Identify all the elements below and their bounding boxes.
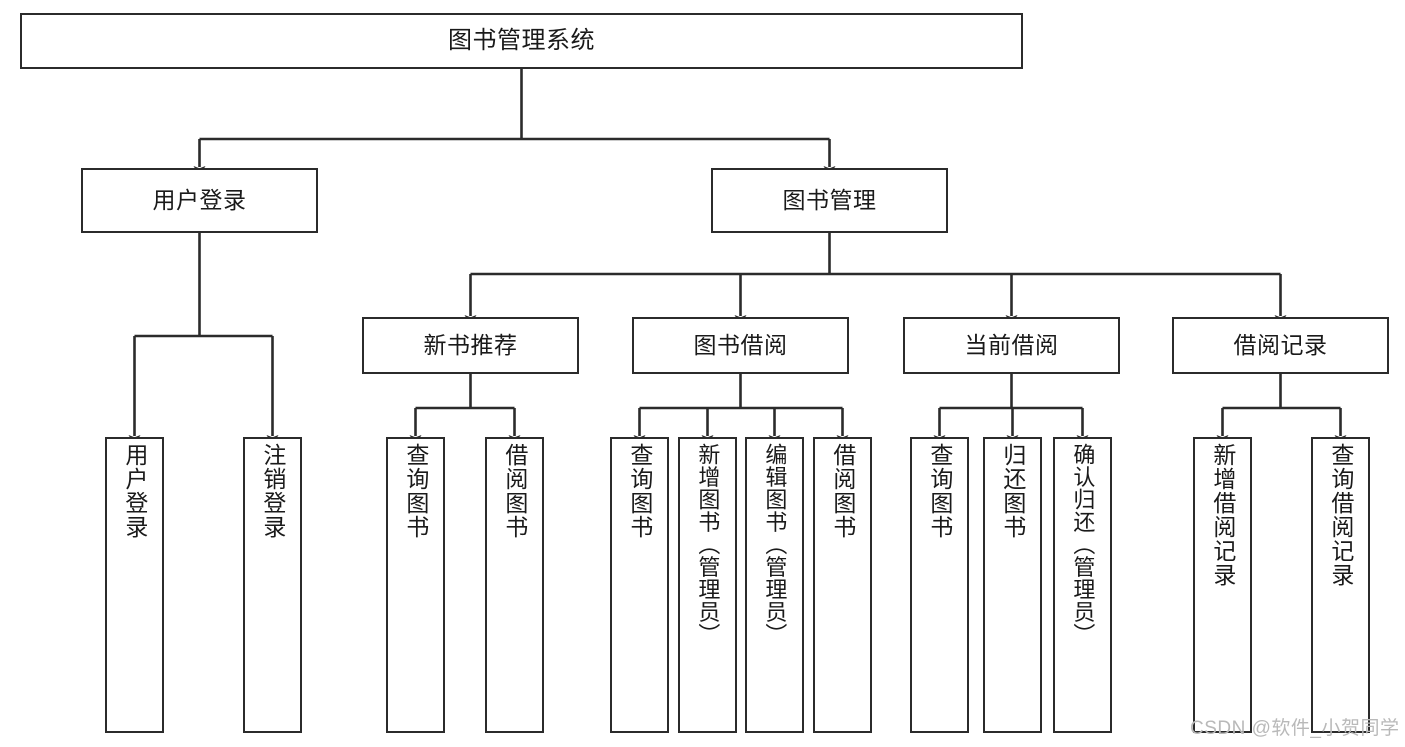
node-leaf-bb-query[interactable]: 查询图书 [610,437,669,733]
node-label: 查询图书 [402,443,429,539]
node-borrow-record[interactable]: 借阅记录 [1172,317,1389,374]
node-current-borrow[interactable]: 当前借阅 [903,317,1120,374]
node-leaf-bb-add[interactable]: 新增图书（管理员） [678,437,737,733]
node-label: 查询图书 [926,443,953,539]
node-label: 当前借阅 [964,332,1059,358]
node-label: 注销登录 [259,443,286,539]
node-label: 编辑图书（管理员） [762,443,788,646]
node-leaf-bb-edit[interactable]: 编辑图书（管理员） [745,437,804,733]
node-label: 借阅图书 [829,443,856,539]
node-leaf-cb-confirm[interactable]: 确认归还（管理员） [1053,437,1112,733]
node-label: 查询借阅记录 [1327,443,1354,587]
node-root[interactable]: 图书管理系统 [20,13,1023,69]
node-label: 归还图书 [999,443,1026,539]
node-label: 借阅记录 [1233,332,1328,358]
node-user-login[interactable]: 用户登录 [81,168,318,233]
node-book-borrow[interactable]: 图书借阅 [632,317,849,374]
node-leaf-br-query[interactable]: 查询借阅记录 [1311,437,1370,733]
node-label: 借阅图书 [501,443,528,539]
node-leaf-rec-query[interactable]: 查询图书 [386,437,445,733]
node-label: 图书借阅 [693,332,788,358]
node-label: 图书管理系统 [448,27,595,54]
node-label: 新增图书（管理员） [695,443,721,646]
node-leaf-user-logout[interactable]: 注销登录 [243,437,302,733]
node-label: 查询图书 [626,443,653,539]
node-label: 新增借阅记录 [1209,443,1236,587]
node-label: 用户登录 [152,187,247,213]
node-label: 新书推荐 [423,332,518,358]
node-leaf-cb-query[interactable]: 查询图书 [910,437,969,733]
node-label: 确认归还（管理员） [1070,443,1096,646]
node-leaf-cb-return[interactable]: 归还图书 [983,437,1042,733]
watermark-label: CSDN @软件_小贺同学 [1190,718,1400,739]
node-leaf-bb-borrow[interactable]: 借阅图书 [813,437,872,733]
node-leaf-user-login[interactable]: 用户登录 [105,437,164,733]
node-label: 用户登录 [121,443,148,539]
node-leaf-br-add[interactable]: 新增借阅记录 [1193,437,1252,733]
node-label: 图书管理 [782,187,877,213]
node-book-manage[interactable]: 图书管理 [711,168,948,233]
node-new-book-rec[interactable]: 新书推荐 [362,317,579,374]
node-leaf-rec-borrow[interactable]: 借阅图书 [485,437,544,733]
